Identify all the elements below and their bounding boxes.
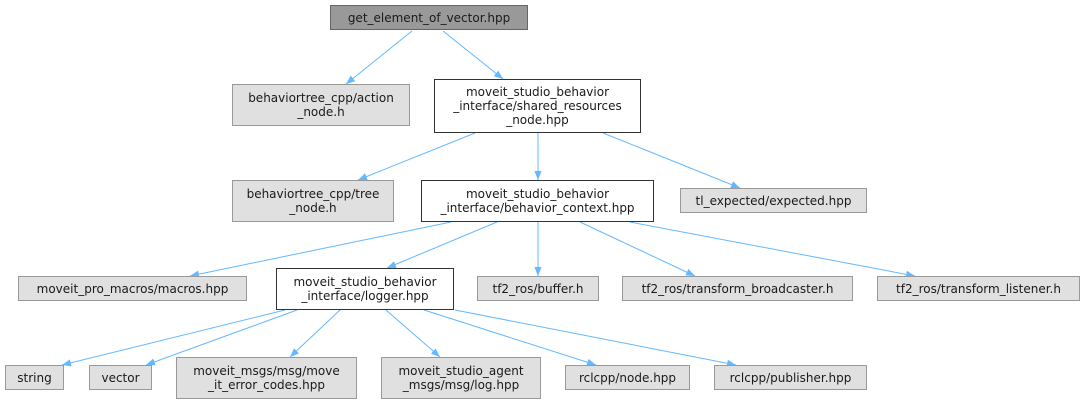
node-macros[interactable]: moveit_pro_macros/macros.hpp [18, 276, 247, 301]
node-tree-node[interactable]: behaviortree_cpp/tree _node.h [232, 180, 394, 222]
node-string[interactable]: string [5, 365, 64, 390]
node-root: get_element_of_vector.hpp [330, 5, 528, 30]
node-behavior-context[interactable]: moveit_studio_behavior _interface/behavi… [421, 180, 654, 222]
node-shared-resources[interactable]: moveit_studio_behavior _interface/shared… [434, 79, 641, 133]
edge-logger-to-vector [145, 309, 298, 366]
edge-shared-resources-to-expected [602, 132, 741, 189]
node-buffer[interactable]: tf2_ros/buffer.h [477, 276, 599, 301]
node-agent-log[interactable]: moveit_studio_agent _msgs/msg/log.hpp [381, 357, 541, 399]
edge-logger-to-string [61, 309, 286, 367]
node-logger[interactable]: moveit_studio_behavior _interface/logger… [276, 268, 454, 310]
node-move-it-error-codes[interactable]: moveit_msgs/msg/move _it_error_codes.hpp [176, 357, 357, 399]
edge-logger-to-rclcpp-publisher [454, 309, 737, 367]
edge-shared-resources-to-tree-node [357, 132, 476, 181]
edge-behavior-context-to-logger [386, 221, 498, 269]
node-rclcpp-node[interactable]: rclcpp/node.hpp [565, 365, 690, 390]
node-vector[interactable]: vector [89, 365, 152, 390]
node-transform-broadcaster[interactable]: tf2_ros/transform_broadcaster.h [622, 276, 853, 301]
edge-behavior-context-to-macros [189, 221, 452, 278]
edge-behavior-context-to-transform-listener [629, 221, 916, 278]
node-action-node[interactable]: behaviortree_cpp/action _node.h [232, 84, 410, 126]
node-transform-listener[interactable]: tf2_ros/transform_listener.h [877, 276, 1080, 301]
edge-logger-to-agent-log [385, 309, 441, 358]
node-expected[interactable]: tl_expected/expected.hpp [680, 188, 867, 213]
edge-behavior-context-to-transform-broadcaster [579, 221, 696, 277]
edge-root-to-shared-resources [442, 30, 504, 80]
edge-logger-to-rclcpp-node [423, 309, 597, 366]
node-rclcpp-publisher[interactable]: rclcpp/publisher.hpp [714, 365, 867, 390]
edge-logger-to-move-it-error-codes [289, 309, 341, 358]
edge-root-to-action-node [345, 30, 413, 85]
